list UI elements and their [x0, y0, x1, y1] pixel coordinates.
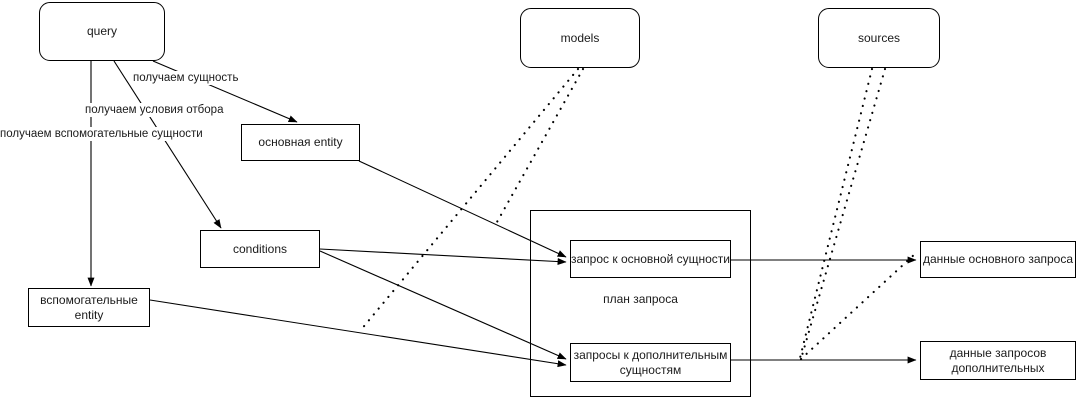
node-sources[interactable]: sources — [818, 8, 940, 68]
edge-models-dotted-b — [495, 67, 585, 224]
node-conditions-label: conditions — [232, 241, 288, 256]
node-sources-label: sources — [857, 30, 901, 45]
edge-label-get-aux-entities: получаем вспомогательные сущности — [0, 127, 203, 141]
node-aux-queries-label: запросы к дополнительным сущностям — [573, 347, 728, 377]
node-main-entity-label: основная entity — [258, 135, 343, 149]
node-aux-entity[interactable]: вспомогательные entity — [28, 288, 150, 327]
node-aux-queries[interactable]: запросы к дополнительным сущностям — [570, 343, 731, 382]
edge-query-to-conditions — [113, 60, 222, 229]
node-main-query[interactable]: запрос к основной сущности — [570, 240, 731, 278]
node-main-entity[interactable]: основная entity — [241, 124, 360, 161]
node-plan-container[interactable] — [530, 210, 751, 397]
node-main-query-label: запрос к основной сущности — [571, 251, 730, 266]
node-aux-data-label: данные запросов дополнительных — [949, 345, 1047, 375]
node-query[interactable]: query — [39, 2, 165, 61]
edge-conditions-to-aux-queries — [319, 250, 567, 360]
edge-sources-dotted-c — [799, 251, 918, 361]
edge-sources-dotted-a — [798, 67, 874, 360]
node-aux-entity-label: вспомогательные entity — [40, 292, 138, 322]
edge-main-entity-to-main-query — [358, 160, 567, 258]
node-main-data-label: данные основного запроса — [922, 252, 1074, 266]
edge-sources-dotted-b — [799, 67, 887, 361]
node-models-label: models — [560, 30, 600, 45]
node-aux-data[interactable]: данные запросов дополнительных — [920, 341, 1076, 380]
edge-aux-entity-to-aux-queries — [149, 299, 567, 368]
node-conditions[interactable]: conditions — [200, 230, 320, 268]
edge-label-get-entity: получаем сущность — [133, 71, 239, 85]
edge-label-get-conditions: получаем условия отбора — [85, 103, 224, 117]
node-plan-label: план запроса — [603, 292, 678, 306]
node-main-data[interactable]: данные основного запроса — [920, 241, 1076, 278]
edge-conditions-to-main-query — [319, 248, 567, 266]
node-models[interactable]: models — [520, 8, 640, 68]
node-query-label: query — [86, 24, 118, 38]
